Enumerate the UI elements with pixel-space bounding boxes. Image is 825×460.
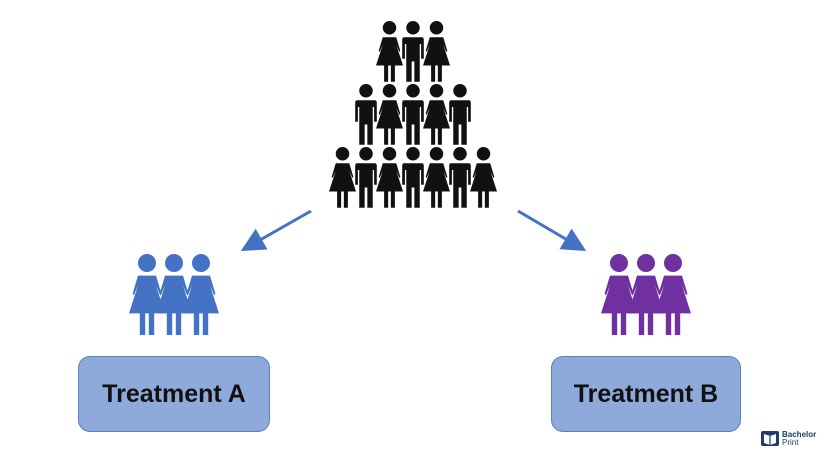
person-male-icon [402, 21, 424, 82]
person-female-icon [329, 147, 356, 208]
person-male-icon [402, 147, 424, 208]
person-female-icon [376, 21, 403, 82]
person-female-icon [423, 84, 450, 145]
treatment-b-box: Treatment B [551, 356, 741, 432]
person-female-icon [129, 254, 165, 335]
person-female-icon [423, 147, 450, 208]
person-male-icon [449, 147, 471, 208]
treatment-a-box: Treatment A [78, 356, 270, 432]
person-male-icon [449, 84, 471, 145]
population-group [329, 21, 497, 208]
person-female-icon [423, 21, 450, 82]
treatment-a-people [129, 254, 219, 335]
treatment-a-label: Treatment A [102, 379, 246, 408]
logo-text-line1: Bachelor [782, 430, 817, 439]
person-female-icon [655, 254, 691, 335]
person-male-icon [402, 84, 424, 145]
person-female-icon [470, 147, 497, 208]
arrow-to-treatment-a [240, 209, 312, 251]
logo-text-line2: Print [782, 438, 799, 447]
person-female-icon [628, 254, 664, 335]
person-female-icon [156, 254, 192, 335]
treatment-b-people [601, 254, 691, 335]
bachelorprint-logo: Bachelor Print [760, 426, 820, 452]
person-female-icon [183, 254, 219, 335]
treatment-b-label: Treatment B [573, 379, 719, 408]
book-logo-icon [761, 431, 779, 446]
person-male-icon [355, 84, 377, 145]
person-male-icon [355, 147, 377, 208]
person-female-icon [376, 147, 403, 208]
person-female-icon [601, 254, 637, 335]
person-female-icon [376, 84, 403, 145]
arrow-to-treatment-b [517, 209, 587, 252]
